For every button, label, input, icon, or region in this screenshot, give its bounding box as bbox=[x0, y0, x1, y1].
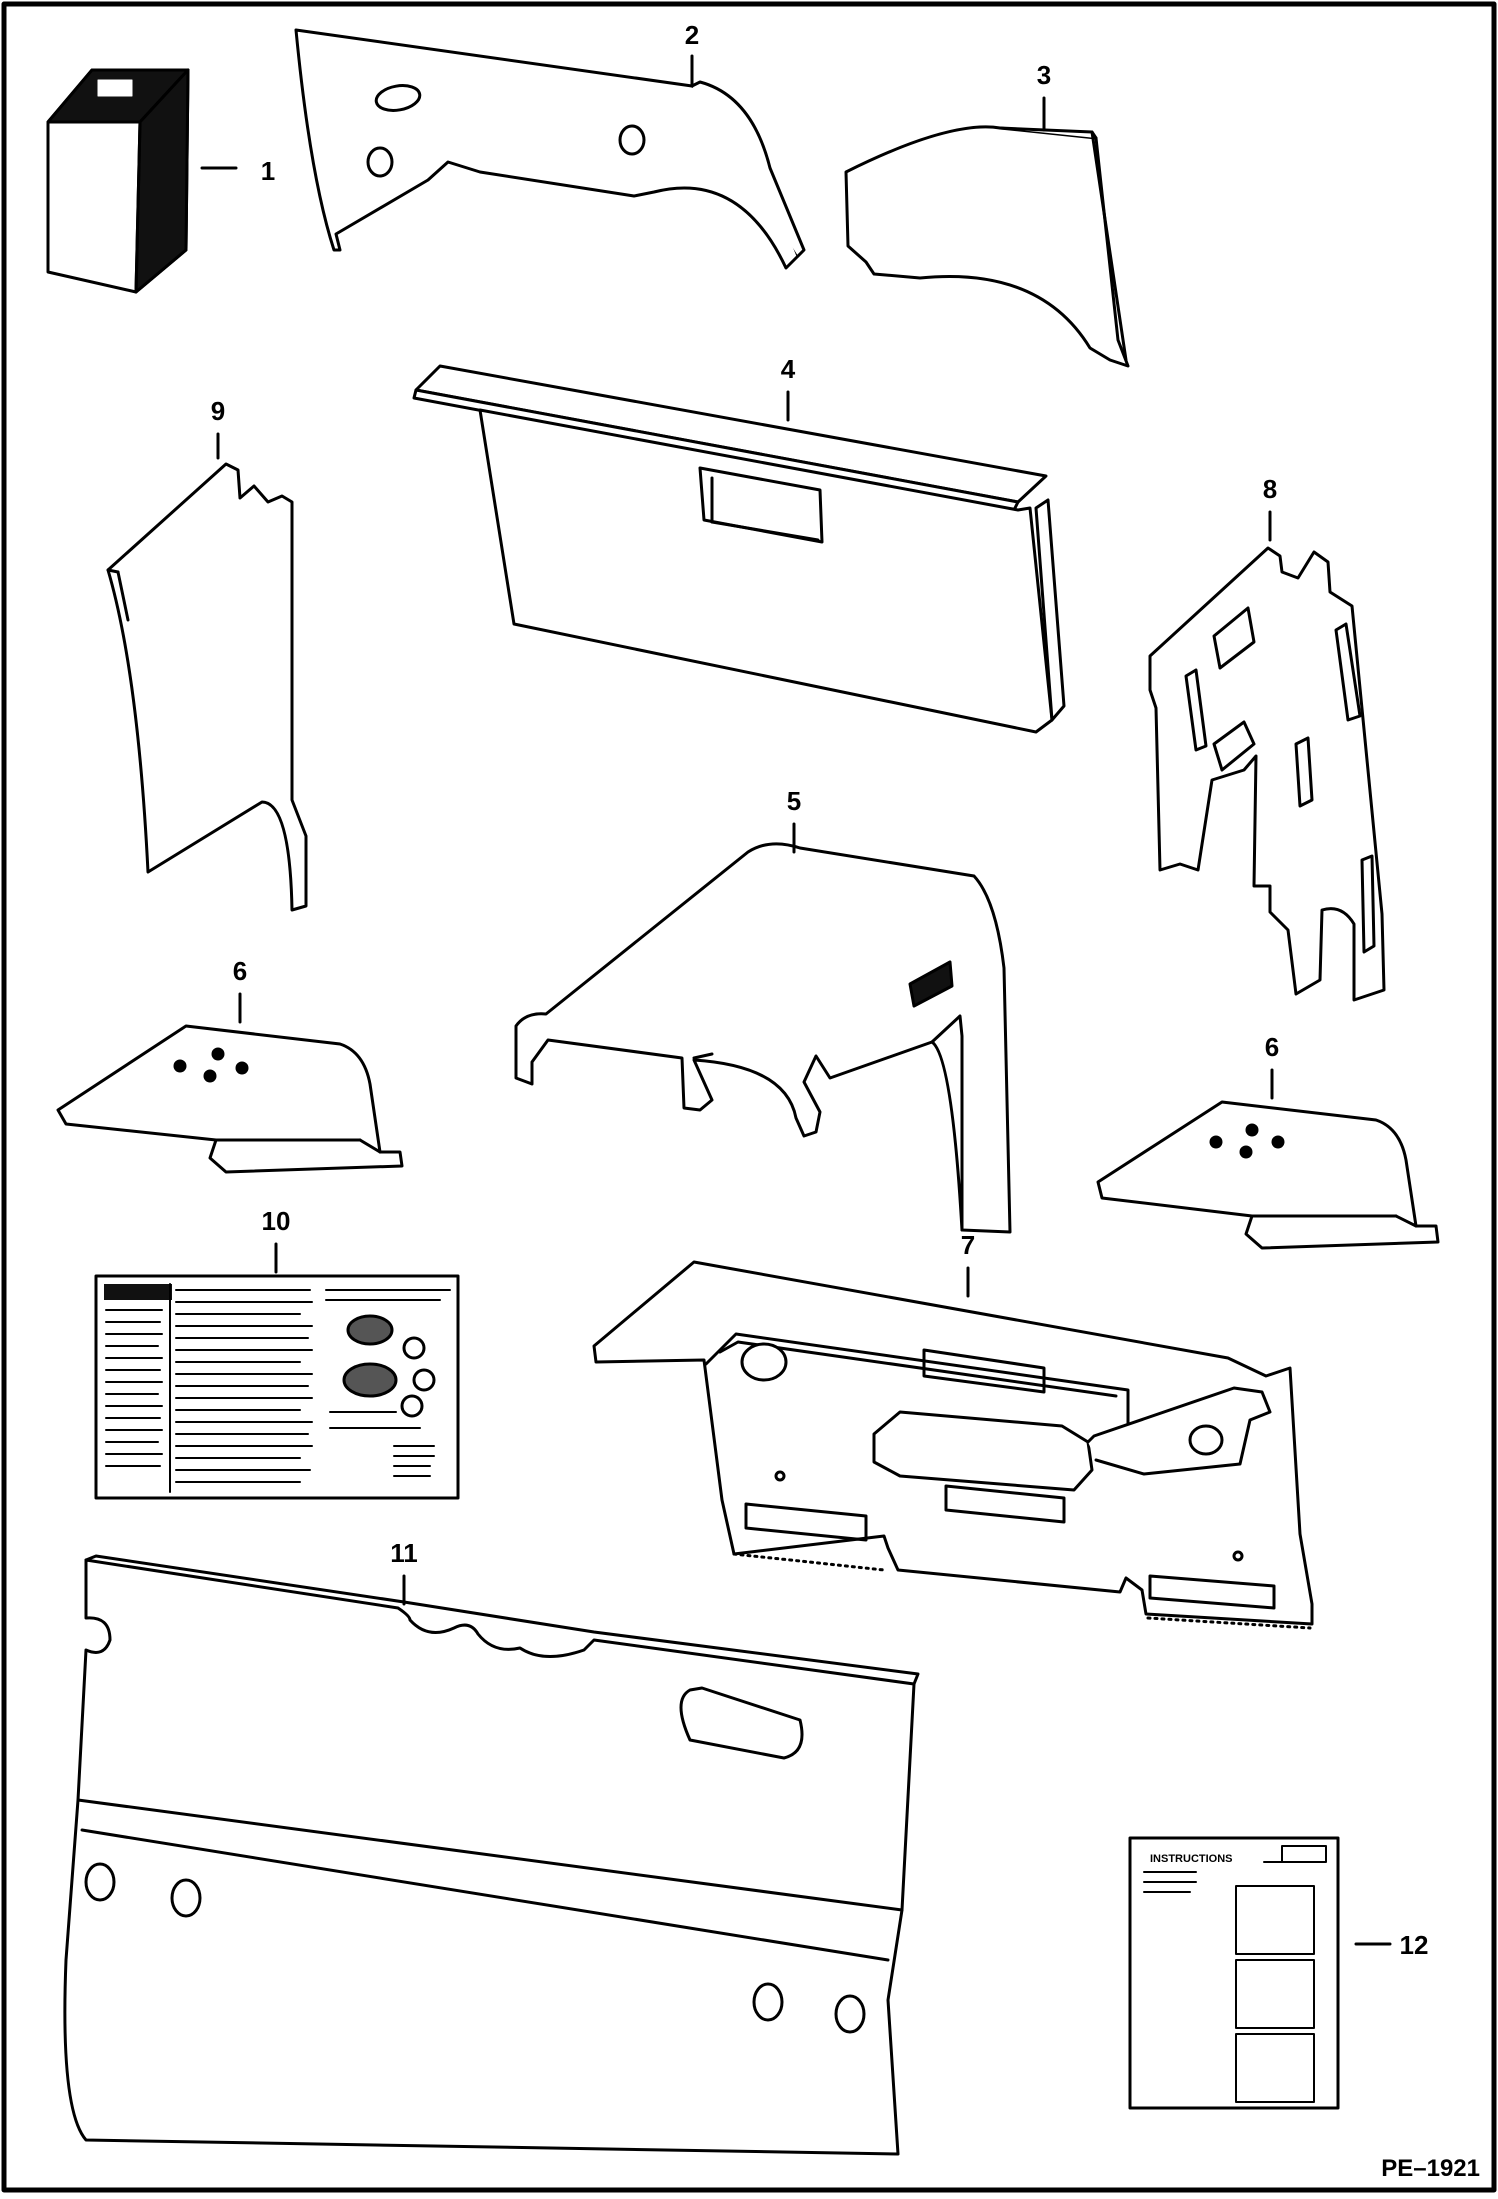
callout-8: 8 bbox=[1263, 474, 1277, 504]
part-3-curved-panel bbox=[844, 125, 1130, 368]
part-10-warning-decal bbox=[94, 1274, 460, 1500]
callout-11: 11 bbox=[390, 1538, 418, 1568]
callout-5: 5 bbox=[787, 786, 801, 816]
part-12-instruction-decal: INSTRUCTIONS bbox=[1128, 1836, 1340, 2110]
part-6-bracket-right bbox=[1096, 1100, 1440, 1250]
callout-9: 9 bbox=[211, 396, 225, 426]
callout-7: 7 bbox=[961, 1230, 975, 1260]
part-6-bracket-left bbox=[56, 1024, 404, 1174]
part-9-side-panel bbox=[106, 462, 308, 912]
callout-3: 3 bbox=[1037, 60, 1051, 90]
callout-10: 10 bbox=[262, 1206, 291, 1236]
figure-id: PE–1921 bbox=[1381, 2155, 1480, 2182]
part-4-back-panel bbox=[412, 364, 1066, 734]
callout-4: 4 bbox=[781, 354, 796, 384]
part-11-rear-panel bbox=[63, 1554, 920, 2156]
part-1-foam-block bbox=[46, 68, 190, 294]
part-2-curved-panel bbox=[294, 28, 806, 270]
callout-12: 12 bbox=[1400, 1930, 1429, 1960]
decal-12-heading: INSTRUCTIONS bbox=[1150, 1853, 1233, 1865]
part-8-cutout-panel bbox=[1148, 546, 1386, 1002]
callout-6-right: 6 bbox=[1265, 1032, 1279, 1062]
part-7-floor-panel bbox=[592, 1260, 1314, 1630]
callout-1: 1 bbox=[261, 156, 275, 186]
part-5-seat-pan bbox=[514, 842, 1012, 1234]
callout-6-left: 6 bbox=[233, 956, 247, 986]
callout-2: 2 bbox=[685, 20, 699, 50]
